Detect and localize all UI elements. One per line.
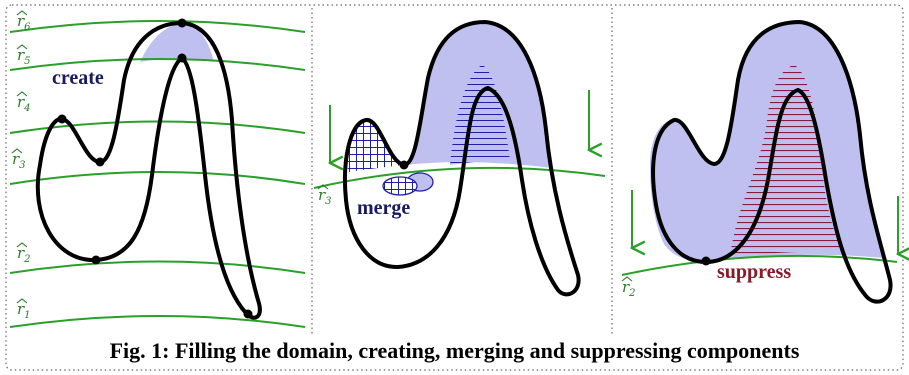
level-curve-r1 — [9, 315, 306, 328]
level-label-r4: r4 — [17, 93, 31, 114]
level-curve-r3 — [313, 166, 606, 189]
panel-2: r3 merge — [313, 20, 606, 297]
panel-3: r2 suppress — [621, 20, 898, 304]
level-curve-r2 — [9, 260, 306, 274]
inner-hatched-column — [450, 65, 510, 165]
panel-1: r6 r5 r4 r3 r2 r1 — [9, 10, 306, 328]
level-curve-r3 — [9, 171, 306, 185]
level-label-r3: r3 — [12, 150, 26, 171]
level-label-r2: r2 — [622, 278, 636, 299]
level-curve-r2 — [621, 254, 898, 276]
level-label-r5: r5 — [17, 46, 31, 67]
shape-outline — [35, 21, 262, 320]
create-label: create — [52, 67, 104, 89]
critical-point — [57, 114, 67, 124]
critical-point — [95, 157, 105, 167]
merge-point — [399, 160, 409, 170]
critical-point — [177, 53, 187, 63]
created-component-fill — [140, 23, 214, 62]
level-label-r1: r1 — [17, 300, 31, 321]
critical-point — [91, 255, 101, 265]
figure-caption: Fig. 1: Filling the domain, creating, me… — [109, 338, 800, 363]
critical-point — [177, 18, 187, 28]
suppress-label: suppress — [717, 261, 791, 283]
level-label-r3: r3 — [318, 186, 332, 207]
suppress-point — [701, 256, 711, 266]
merging-component-left — [347, 120, 404, 172]
level-label-r6: r6 — [17, 12, 31, 33]
merge-label: merge — [357, 197, 410, 219]
merge-glyph-left — [382, 176, 418, 196]
level-curve-r5 — [9, 58, 306, 71]
level-curve-r6 — [9, 20, 306, 33]
figure-frame — [5, 4, 904, 371]
level-label-r2: r2 — [17, 244, 31, 265]
critical-point — [243, 309, 253, 319]
shape-outline — [651, 20, 893, 304]
